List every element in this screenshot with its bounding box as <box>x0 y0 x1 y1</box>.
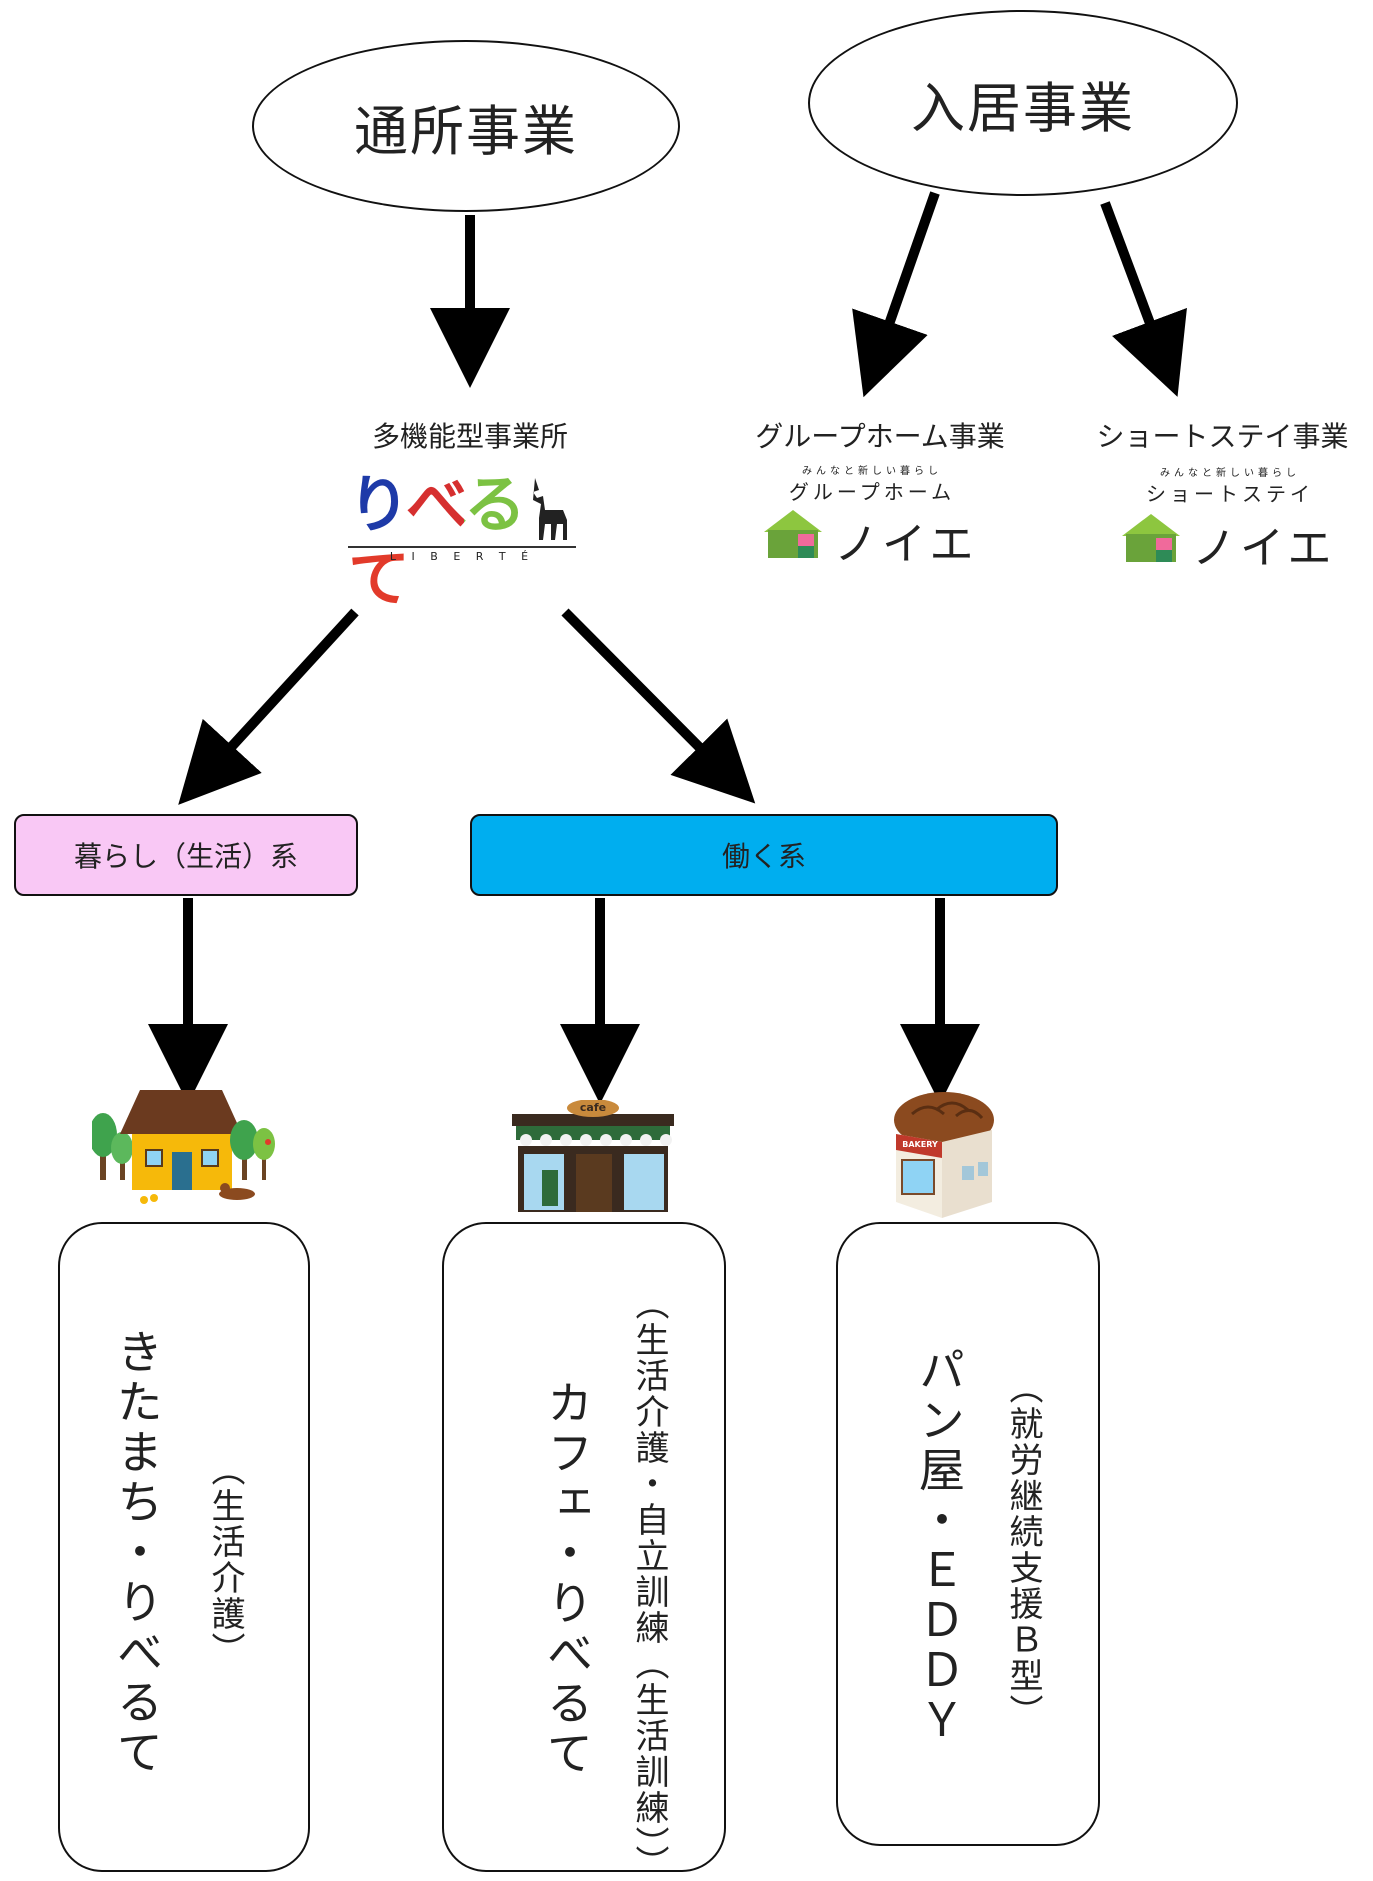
cafe-type: （生活介護・自立訓練（生活訓練）） <box>629 1286 669 1881</box>
arrow-nyukyo-to-grouphome <box>852 191 940 398</box>
noie-grouphome-title: グループホーム <box>788 480 956 504</box>
bakery-card: パン屋・ＥＤＤＹ （就労継続支援Ｂ型） <box>836 1222 1100 1846</box>
noie-grouphome-logo: みんなと新しい暮らし グループホーム ノイエ <box>762 462 982 572</box>
working-category-box: 働く系 <box>470 814 1058 896</box>
liberte-logo-mark: りべるて <box>348 468 526 615</box>
cafe-building-drawing <box>512 1100 674 1212</box>
kitamachi-name: きたまち・りべるて <box>110 1328 164 1778</box>
bakery-building-icon: BAKERY <box>882 1090 1004 1218</box>
living-category-box: 暮らし（生活）系 <box>14 814 358 896</box>
bakery-building-drawing <box>894 1092 994 1218</box>
cafe-building-icon: cafe <box>512 1100 674 1212</box>
kitamachi-type: （生活介護） <box>205 1452 245 1668</box>
arrow-nyukyo-to-shortstay <box>1100 201 1187 397</box>
liberte-logo-subtitle: L I B E R T É <box>389 550 535 563</box>
working-category-label: 働く系 <box>721 840 806 873</box>
cafe-sign: cafe <box>579 1101 607 1114</box>
bakery-sign: BAKERY <box>902 1140 938 1149</box>
noie-house-icon <box>764 510 822 558</box>
noie-shortstay-title: ショートステイ <box>1146 482 1314 506</box>
group-home-label: グループホーム事業 <box>755 420 1005 453</box>
noie-shortstay-name: ノイエ <box>1192 523 1336 574</box>
deer-icon <box>533 478 567 540</box>
noie-grouphome-name: ノイエ <box>834 519 978 570</box>
tsusho-ellipse: 通所事業 <box>252 40 680 212</box>
nyukyo-ellipse: 入居事業 <box>808 10 1238 196</box>
noie-house-icon-2 <box>1122 514 1180 562</box>
cafe-card: カフェ・りべるて （生活介護・自立訓練（生活訓練）） <box>442 1222 726 1881</box>
liberte-logo: りべるて L I B E R T É <box>348 468 576 615</box>
living-category-label: 暮らし（生活）系 <box>73 840 298 873</box>
house-icon <box>92 1090 275 1204</box>
bakery-type: （就労継続支援Ｂ型） <box>1003 1370 1043 1730</box>
liberte-logo-underline <box>348 546 576 548</box>
nyukyo-label: 入居事業 <box>911 76 1135 140</box>
kitamachi-card: きたまち・りべるて （生活介護） <box>58 1222 310 1872</box>
liberte-logo-text: りべるて <box>348 468 576 616</box>
cafe-name: カフェ・りべるて <box>540 1379 594 1779</box>
multi-function-label: 多機能型事業所 <box>371 420 568 453</box>
arrow-multi-to-living <box>178 608 359 805</box>
bakery-name: パン屋・ＥＤＤＹ <box>912 1346 966 1746</box>
tsusho-label: 通所事業 <box>354 99 578 163</box>
short-stay-label: ショートステイ事業 <box>1096 420 1349 453</box>
noie-tagline-2: みんなと新しい暮らし <box>1160 468 1300 479</box>
noie-tagline: みんなと新しい暮らし <box>802 466 942 477</box>
arrow-multi-to-working <box>561 608 756 804</box>
noie-shortstay-logo: みんなと新しい暮らし ショートステイ ノイエ <box>1120 462 1340 574</box>
